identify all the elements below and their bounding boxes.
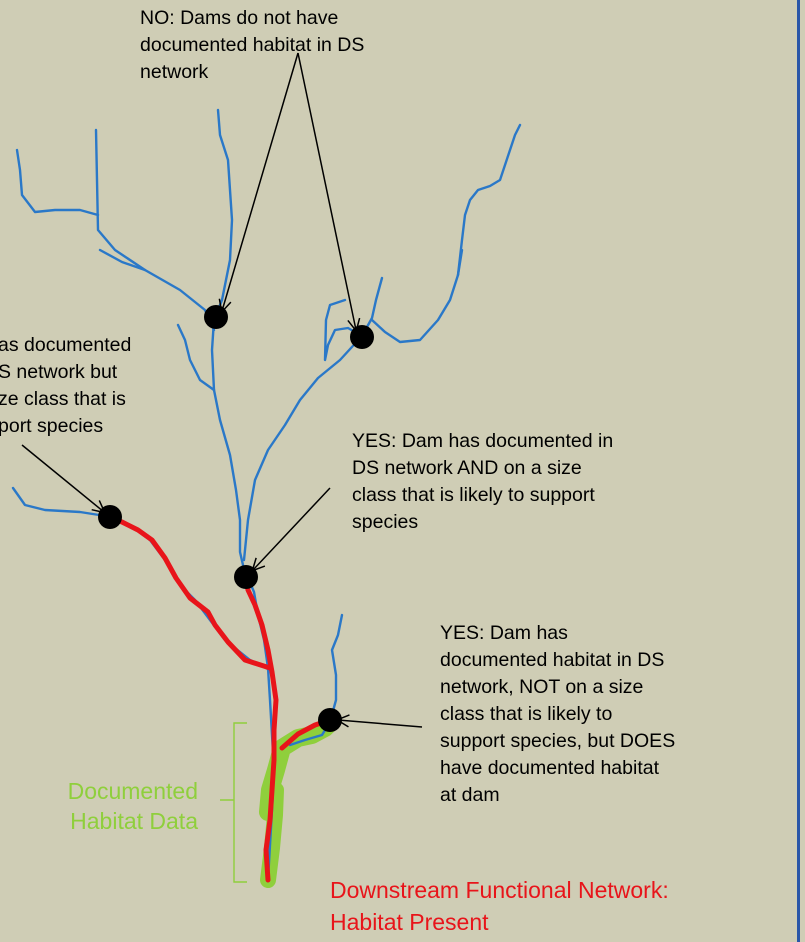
- dam-marker-icon: [98, 505, 122, 529]
- annotation-arrows: [21, 52, 423, 728]
- arrow-yes-at-dam: [338, 720, 423, 728]
- dam-markers: [98, 305, 374, 732]
- arrow-no-right-dam: [297, 52, 356, 330]
- yes-size-class-label: YES: Dam has documented in DS network AN…: [352, 430, 614, 533]
- left-dam-label: as documented S network but ze class tha…: [0, 334, 132, 437]
- dam-marker-icon: [204, 305, 228, 329]
- arrow-left-dam: [21, 444, 104, 512]
- habitat-bracket: [220, 722, 247, 883]
- right-border: [797, 0, 800, 942]
- dam-marker-icon: [350, 325, 374, 349]
- arrow-no-left-dam: [222, 52, 299, 311]
- no-dams-label: NO: Dams do not have documented habitat …: [140, 7, 365, 83]
- documented-habitat-highlight: [259, 711, 342, 888]
- documented-habitat-label: Documented Habitat Data: [67, 778, 198, 834]
- yes-at-dam-label: YES: Dam has documented habitat in DS ne…: [440, 622, 676, 806]
- arrow-yes-size-dam: [253, 487, 331, 570]
- downstream-network-label: Downstream Functional Network: Habitat P…: [330, 877, 669, 935]
